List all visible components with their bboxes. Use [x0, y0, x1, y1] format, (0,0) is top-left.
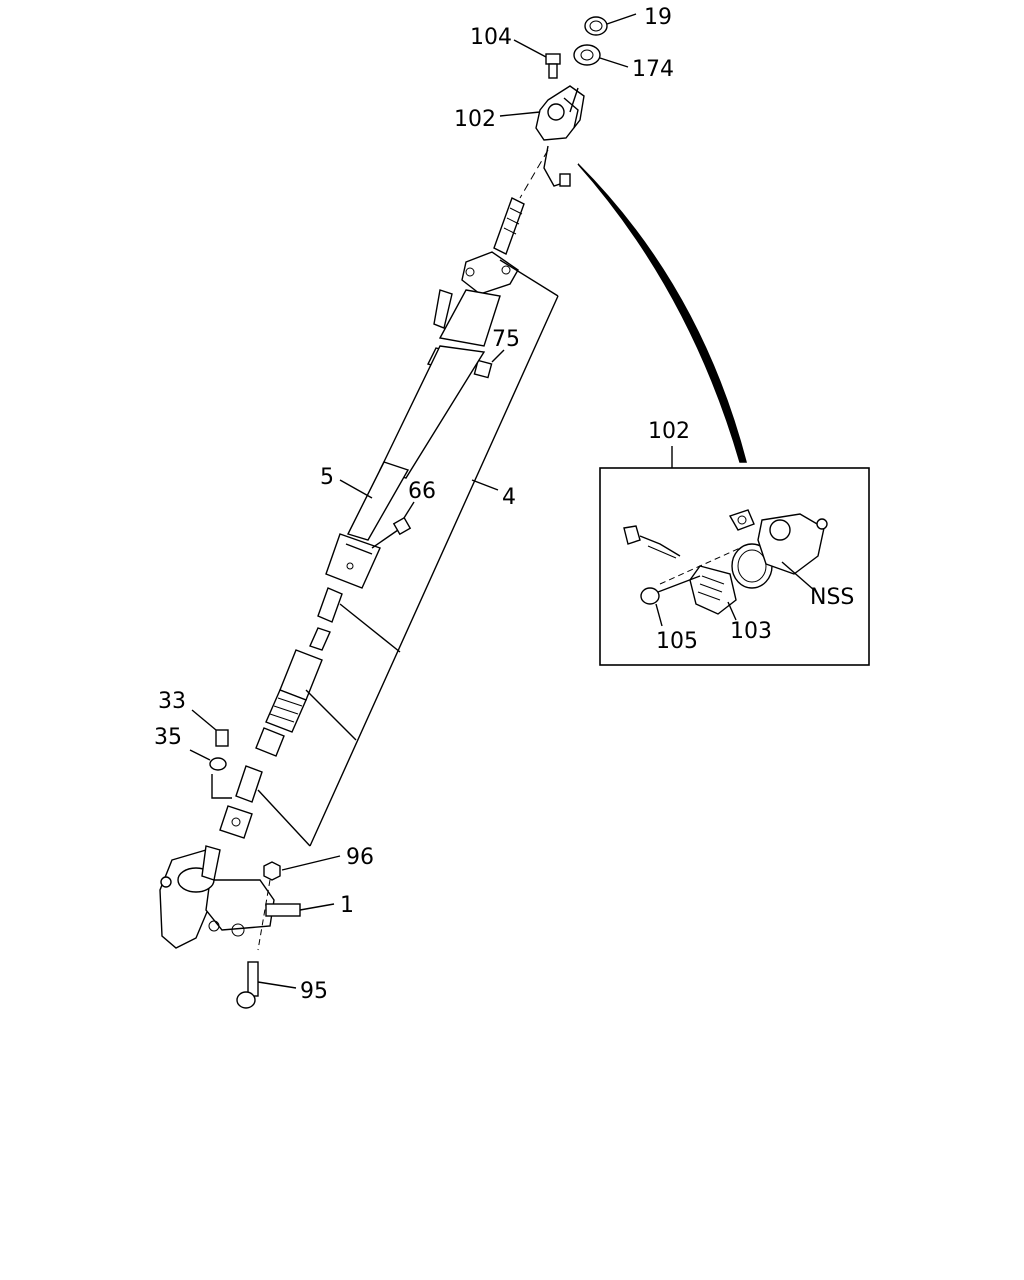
part-95-bolt: [236, 961, 297, 1009]
callout-labels: 19 104 174 102 75 5 66 4 33 35 96 1 95: [154, 5, 674, 1004]
callout-1: 1: [340, 893, 354, 918]
detail-frame: [599, 467, 870, 666]
part-33-bolt: [191, 709, 229, 747]
callout-104: 104: [470, 25, 512, 50]
callout-5: 5: [320, 465, 334, 490]
part-102-bracket: [499, 85, 585, 187]
callout-35: 35: [154, 725, 182, 750]
callout-66: 66: [408, 479, 436, 504]
callout-19: 19: [644, 5, 672, 30]
callout-95: 95: [300, 979, 328, 1004]
part-104-bolt: [513, 39, 561, 79]
detail-callout-nss: NSS: [810, 585, 854, 610]
callout-75: 75: [492, 327, 520, 352]
callout-4: 4: [502, 485, 516, 510]
callout-102: 102: [454, 107, 496, 132]
detail-callout-103: 103: [730, 619, 772, 644]
detail-box-102: 102 105 103 NSS: [599, 419, 870, 666]
part-1-gearbox: [159, 845, 335, 949]
detail-callout-105: 105: [656, 629, 698, 654]
callout-174: 174: [632, 57, 674, 82]
group-bracket-4: [257, 259, 559, 847]
part-19-ring: [584, 13, 637, 36]
part-174-washer: [573, 44, 629, 68]
part-35-washer: [189, 749, 232, 799]
callout-33: 33: [158, 689, 186, 714]
callout-96: 96: [346, 845, 374, 870]
part-96-nut: [257, 855, 341, 951]
detail-pointer-arc: [577, 163, 747, 463]
detail-title-102: 102: [648, 419, 690, 444]
steering-column: [219, 197, 525, 839]
